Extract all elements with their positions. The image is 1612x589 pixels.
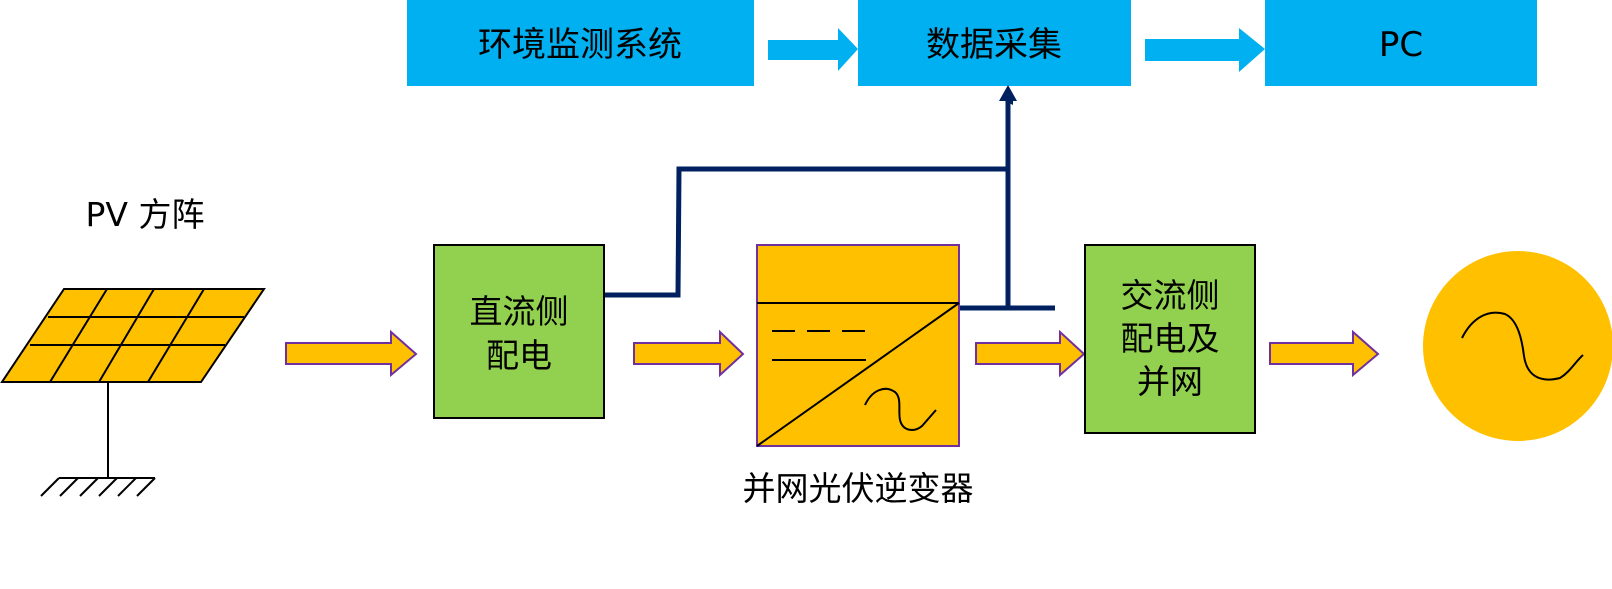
ac-distribution-label-line2: 配电及 (1121, 319, 1220, 358)
arrow-inverter-to-ac (975, 329, 1086, 378)
data-acquisition-box: 数据采集 (858, 0, 1131, 86)
ac-distribution-box: 交流侧 配电及 并网 (1084, 244, 1256, 434)
power-arrows (285, 329, 1380, 378)
arrow-dc-to-inverter (633, 329, 745, 378)
inverter-icon (756, 244, 960, 447)
env-monitor-label: 环境监测系统 (478, 25, 682, 65)
dc-signal-line (587, 166, 1008, 298)
pv-array-label: PV 方阵 (86, 195, 205, 234)
ac-symbol-icon (864, 387, 937, 431)
data-acquisition-arrowhead (999, 85, 1017, 101)
arrow-data-to-pc (1145, 28, 1265, 72)
env-monitor-box: 环境监测系统 (407, 0, 754, 86)
pv-panel-icon (0, 288, 266, 497)
pc-label: PC (1379, 25, 1423, 65)
dc-distribution-box: 直流侧 配电 (433, 244, 605, 419)
ac-distribution-label-line1: 交流侧 (1121, 276, 1220, 315)
pc-box: PC (1265, 0, 1537, 86)
dc-symbol-icon (772, 330, 866, 361)
arrow-ac-to-grid (1269, 329, 1380, 378)
arrow-env-to-data (768, 28, 858, 71)
dc-distribution-label-line1: 直流侧 (470, 292, 569, 331)
ac-sine-icon (1461, 311, 1584, 381)
dc-distribution-label-line2: 配电 (486, 336, 552, 375)
data-acquisition-label: 数据采集 (926, 25, 1062, 65)
grid-icon (1423, 251, 1612, 441)
ac-distribution-label-line3: 并网 (1137, 362, 1203, 401)
arrow-pv-to-dc (285, 329, 418, 378)
inverter-label: 并网光伏逆变器 (743, 469, 974, 508)
